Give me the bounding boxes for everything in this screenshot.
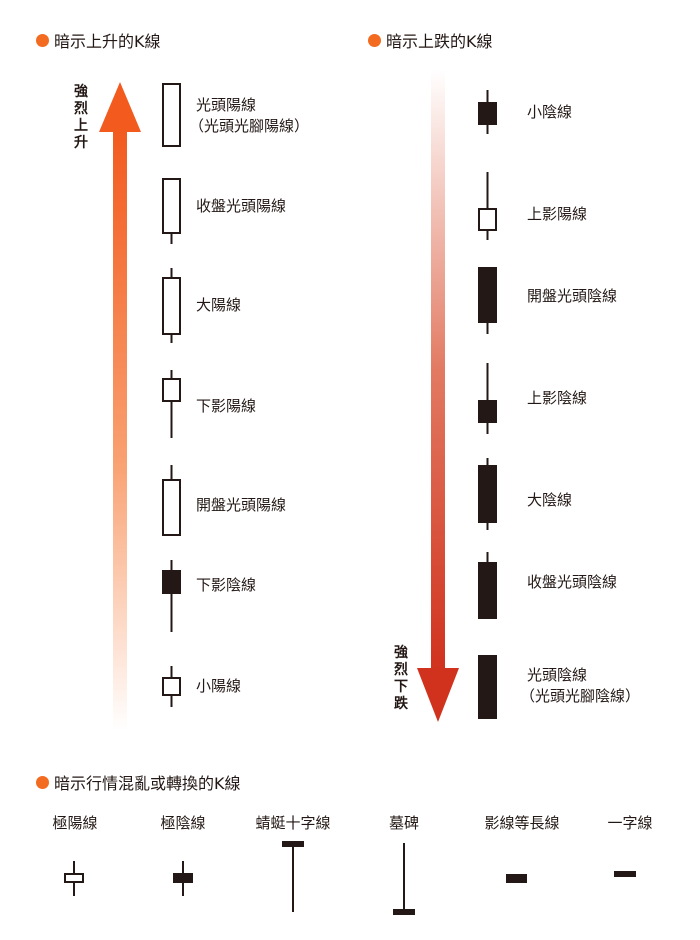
fall-label-4: 上影陰線	[527, 389, 588, 407]
rise-sublabel-1: （光頭光腳陽線）	[189, 117, 310, 135]
fall-label-2: 上影陽線	[527, 205, 588, 223]
mixed-label-2: 極陰線	[160, 814, 206, 832]
rise-label-6: 下影陰線	[196, 576, 257, 594]
candle-fall-6	[478, 552, 497, 619]
candle-fall-7	[478, 655, 497, 719]
bullet-dot-icon	[36, 33, 49, 47]
rise-label-3: 大陽線	[196, 296, 242, 314]
candle-mixed-1	[64, 861, 84, 896]
candle-rise-1	[162, 83, 181, 147]
mixed-section-title: 暗示行情混亂或轉換的K線	[54, 774, 241, 793]
candle-rise-4	[162, 370, 181, 438]
mixed-section-heading: 暗示行情混亂或轉換的K線	[36, 770, 241, 794]
candle-rise-5	[162, 465, 181, 536]
candle-fall-2	[478, 172, 497, 240]
candle-fall-3	[478, 267, 497, 334]
candle-mixed-4	[393, 843, 415, 915]
mixed-label-5: 影線等長線	[484, 814, 560, 832]
mixed-label-6: 一字線	[607, 814, 653, 832]
mixed-label-3: 蜻蜓十字線	[255, 814, 331, 832]
bullet-dot-icon	[36, 775, 49, 789]
candle-mixed-5	[506, 874, 527, 883]
rise-label-1: 光頭陽線	[196, 96, 257, 114]
fall-label-1: 小陰線	[527, 103, 573, 121]
candle-rise-7	[162, 666, 181, 707]
fall-arrow-label: 強烈下跌	[394, 645, 408, 712]
fall-label-5: 大陰線	[527, 491, 573, 509]
rise-arrow	[99, 82, 141, 730]
candle-rise-3	[162, 268, 181, 343]
rise-label-5: 開盤光頭陽線	[196, 496, 287, 514]
fall-section-heading: 暗示上跌的K線	[368, 28, 493, 52]
fall-section-title: 暗示上跌的K線	[386, 32, 493, 51]
candle-fall-5	[478, 458, 497, 530]
rise-arrow-label: 強烈上升	[74, 84, 88, 151]
candle-fall-4	[478, 363, 497, 434]
rise-label-7: 小陽線	[196, 677, 242, 695]
fall-label-3: 開盤光頭陰線	[527, 287, 618, 305]
rise-section-heading: 暗示上升的K線	[36, 28, 161, 52]
candle-mixed-2	[173, 861, 193, 896]
rise-label-4: 下影陽線	[196, 397, 257, 415]
candle-rise-6	[162, 560, 181, 632]
candle-rise-2	[162, 178, 181, 244]
mixed-label-1: 極陽線	[52, 814, 98, 832]
rise-section-title: 暗示上升的K線	[54, 32, 161, 51]
candle-fall-1	[478, 90, 497, 134]
fall-label-7: 光頭陰線	[527, 666, 588, 684]
fall-arrow	[417, 70, 459, 722]
fall-sublabel-7: （光頭光腳陰線）	[520, 687, 641, 705]
candle-mixed-3	[282, 841, 304, 912]
bullet-dot-icon	[368, 33, 381, 47]
rise-label-2: 收盤光頭陽線	[196, 197, 287, 215]
mixed-label-4: 墓碑	[388, 814, 419, 832]
candle-mixed-6	[614, 871, 636, 877]
fall-label-6: 收盤光頭陰線	[527, 573, 618, 591]
